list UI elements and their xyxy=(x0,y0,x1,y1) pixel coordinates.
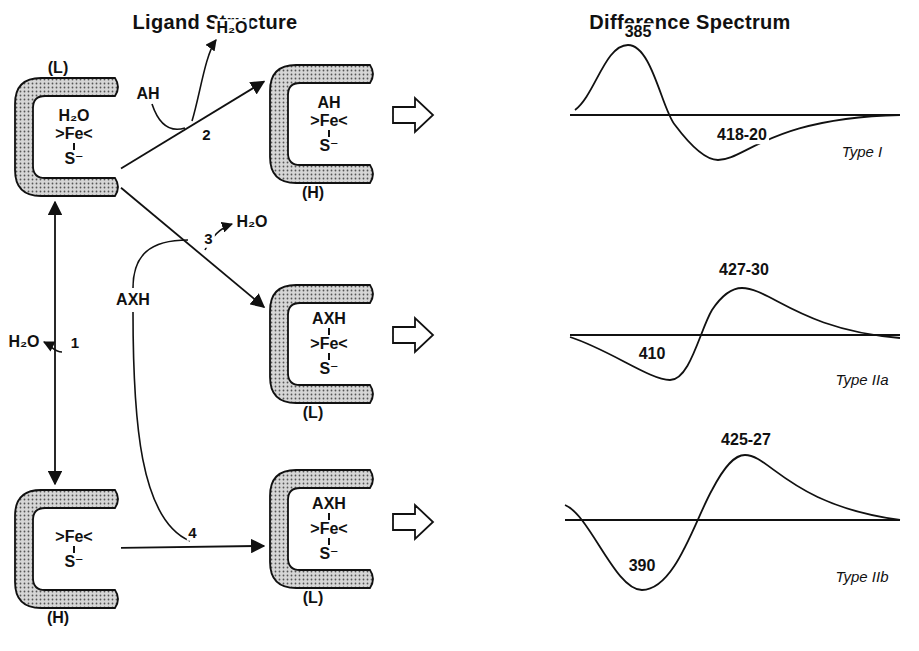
bond-line xyxy=(328,513,330,520)
ligand-column: AXH >Fe< S⁻ xyxy=(288,285,370,403)
binding-pocket: AH>Fe< S⁻ (H) xyxy=(270,65,370,203)
ligand-column: AH>Fe< S⁻ xyxy=(288,65,370,183)
heme-pocket: >Fe< S⁻ xyxy=(15,490,115,608)
binding-pocket: >Fe< S⁻ (H) xyxy=(15,490,115,628)
bond-line xyxy=(328,353,330,360)
step-number: 2 xyxy=(200,127,212,144)
heme-pocket: AXH >Fe< S⁻ xyxy=(270,285,370,403)
binding-pocket: AXH >Fe< S⁻ (L) xyxy=(270,285,370,423)
pocket-outline xyxy=(13,488,123,610)
wavelength-label: 418-20 xyxy=(715,126,769,144)
state-label: (L) xyxy=(270,403,370,423)
ligand-text: S⁻ xyxy=(319,545,338,563)
wavelength-label: 410 xyxy=(637,345,668,363)
ligand-entry-curve xyxy=(133,312,190,541)
spectrum-curve xyxy=(565,455,900,590)
ligand-text: S⁻ xyxy=(319,137,338,155)
heme-pocket: H₂O>Fe< S⁻ xyxy=(15,78,115,196)
binding-pocket: AXH >Fe< S⁻ (L) xyxy=(270,470,370,608)
wavelength-label: 425-27 xyxy=(719,431,773,449)
reaction-arrow xyxy=(121,188,264,307)
water-release-curve xyxy=(192,40,216,121)
ligand-text: >Fe< xyxy=(55,125,92,143)
spectrum-curve xyxy=(575,45,900,160)
bond-line xyxy=(73,143,75,150)
ligand-text: AH xyxy=(317,94,340,112)
wavelength-label: 385 xyxy=(623,23,654,41)
water-release-curve xyxy=(44,342,62,352)
step-number: 4 xyxy=(186,525,198,542)
state-label: (H) xyxy=(15,608,115,628)
heme-pocket: AH>Fe< S⁻ xyxy=(270,65,370,183)
ligand-text: >Fe< xyxy=(310,520,347,538)
ligand-text: S⁻ xyxy=(319,360,338,378)
ligand-text: S⁻ xyxy=(64,150,83,168)
hollow-arrow xyxy=(393,318,433,352)
step-number: 3 xyxy=(202,231,214,248)
step-number: 1 xyxy=(69,335,81,352)
ligand-column: >Fe< S⁻ xyxy=(33,490,115,608)
substrate-entry-curve xyxy=(152,104,185,129)
hollow-arrow xyxy=(393,98,433,132)
state-label: (L) xyxy=(15,58,115,78)
ligand-entry-curve xyxy=(133,240,188,288)
ligand-text: >Fe< xyxy=(310,112,347,130)
spectrum-baseline xyxy=(570,114,900,116)
spectrum-type: Type IIa xyxy=(833,372,890,389)
spectrum-baseline xyxy=(565,519,900,521)
heme-pocket: AXH >Fe< S⁻ xyxy=(270,470,370,588)
spectrum-type: Type IIb xyxy=(833,569,890,586)
spectrum-baseline xyxy=(570,334,900,336)
ligand-text: H₂O xyxy=(58,107,89,125)
ligand-label: AXH xyxy=(114,291,152,309)
water-label: H₂O xyxy=(6,333,41,351)
bond-line xyxy=(328,538,330,545)
substrate-label: AH xyxy=(134,85,161,103)
binding-pocket: (L) H₂O>Fe< S⁻ xyxy=(15,58,115,196)
reaction-arrow xyxy=(121,546,264,548)
ligand-text: AXH xyxy=(312,495,346,513)
state-label: (L) xyxy=(270,588,370,608)
ligand-text: >Fe< xyxy=(55,528,92,546)
state-label: (H) xyxy=(270,183,370,203)
ligand-column: AXH >Fe< S⁻ xyxy=(288,470,370,588)
reaction-arrow xyxy=(54,202,56,484)
reaction-arrow xyxy=(121,82,264,169)
column-heading: Difference Spectrum xyxy=(587,11,792,33)
wavelength-label: 427-30 xyxy=(717,261,771,279)
wavelength-label: 390 xyxy=(627,557,658,575)
spectrum-type: Type I xyxy=(840,144,885,161)
water-label: H₂O xyxy=(214,19,249,37)
water-label: H₂O xyxy=(234,213,269,231)
ligand-text: >Fe< xyxy=(310,335,347,353)
bond-line xyxy=(73,546,75,553)
ligand-text: S⁻ xyxy=(64,553,83,571)
bond-line xyxy=(328,328,330,335)
ligand-column: H₂O>Fe< S⁻ xyxy=(33,78,115,196)
spectrum-curve xyxy=(570,288,900,380)
ligand-text: AXH xyxy=(312,310,346,328)
hollow-arrow xyxy=(393,505,433,539)
bond-line xyxy=(328,130,330,137)
